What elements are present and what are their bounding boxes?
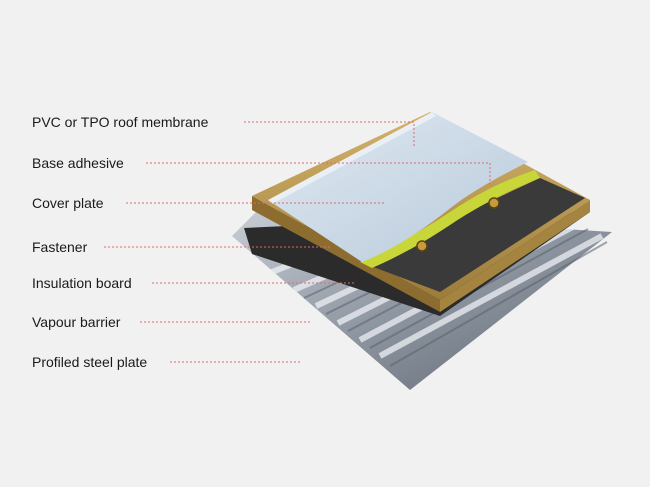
label-insulation: Insulation board	[32, 275, 132, 291]
cover-plate-shape	[360, 178, 585, 292]
label-adhesive: Base adhesive	[32, 155, 124, 171]
roof-membrane-shape	[268, 112, 528, 262]
label-membrane: PVC or TPO roof membrane	[32, 114, 209, 130]
label-fastener: Fastener	[32, 239, 88, 255]
leader-line-membrane	[244, 121, 415, 148]
base-adhesive-shape	[360, 170, 540, 268]
label-steel: Profiled steel plate	[32, 354, 148, 370]
leader-lines	[104, 121, 491, 363]
label-vapour: Vapour barrier	[32, 314, 121, 330]
fastener-shape	[416, 197, 500, 252]
leader-line-adhesive	[146, 162, 491, 186]
label-cover: Cover plate	[32, 195, 104, 211]
